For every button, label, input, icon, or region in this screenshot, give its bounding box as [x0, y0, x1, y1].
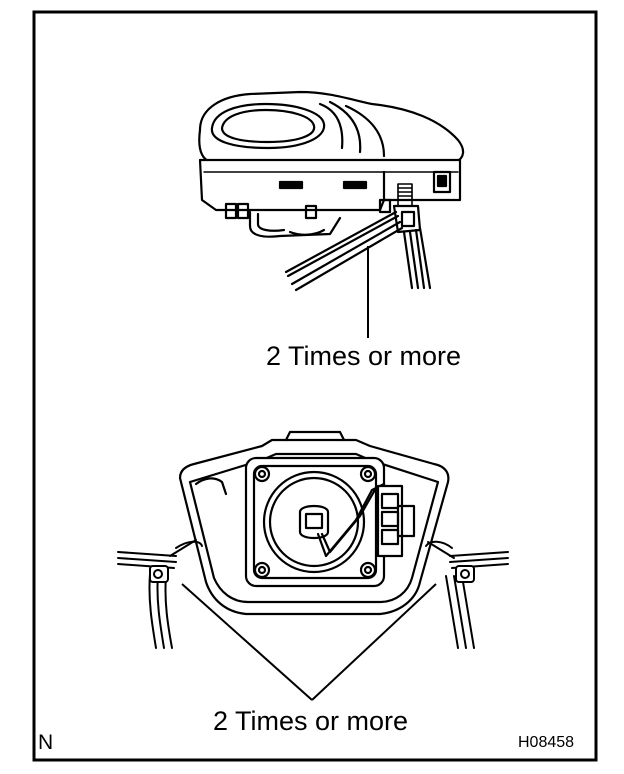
tie-band-right — [425, 540, 509, 649]
tie-band-left — [117, 539, 203, 649]
figure-id-label: H08458 — [518, 734, 575, 751]
steering-pad-rear-view — [178, 430, 450, 616]
leader-lines-bottom — [181, 583, 437, 701]
view-letter-label: N — [38, 731, 54, 754]
callout-top-label: 2 Times or more — [266, 341, 462, 371]
callout-bottom-label: 2 Times or more — [213, 706, 409, 736]
steering-pad-side-view — [198, 90, 465, 292]
figure-border — [32, 10, 598, 762]
